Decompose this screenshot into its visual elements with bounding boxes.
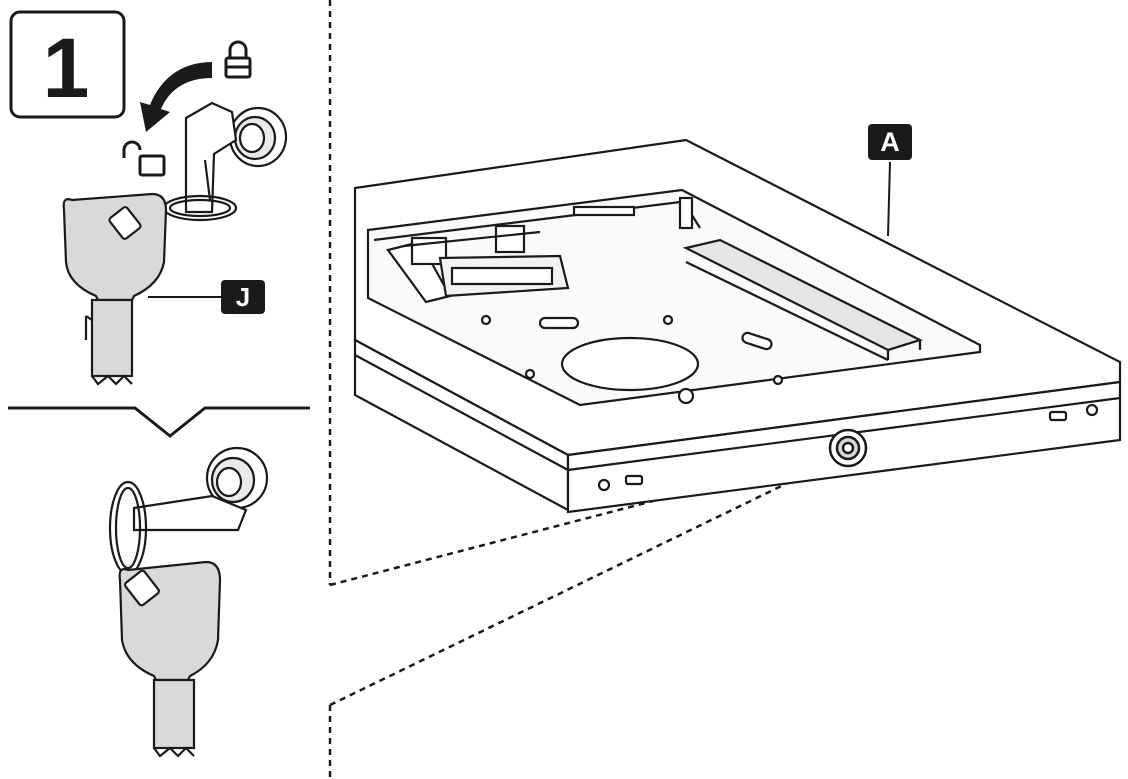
key-in-lock-top xyxy=(162,101,288,222)
lock-closed-icon xyxy=(224,40,252,79)
step-number: 1 xyxy=(43,21,90,115)
loose-key-top xyxy=(62,192,168,386)
step-badge: 1 xyxy=(9,10,126,119)
label-a-badge: A xyxy=(868,124,912,160)
leader-line-a xyxy=(887,161,891,237)
label-a: A xyxy=(880,127,900,157)
callout-line-lower xyxy=(329,458,836,707)
label-j-badge: J xyxy=(221,280,265,314)
rotate-arrow-icon xyxy=(140,62,212,132)
hanging-key-bottom xyxy=(118,560,222,758)
key-in-lock-bottom xyxy=(108,446,269,576)
label-j: J xyxy=(236,282,250,312)
lock-open-icon xyxy=(122,140,166,177)
tablet-enclosure xyxy=(353,138,1122,514)
step-divider xyxy=(8,406,310,438)
enclosure-lock-cylinder xyxy=(828,428,868,468)
